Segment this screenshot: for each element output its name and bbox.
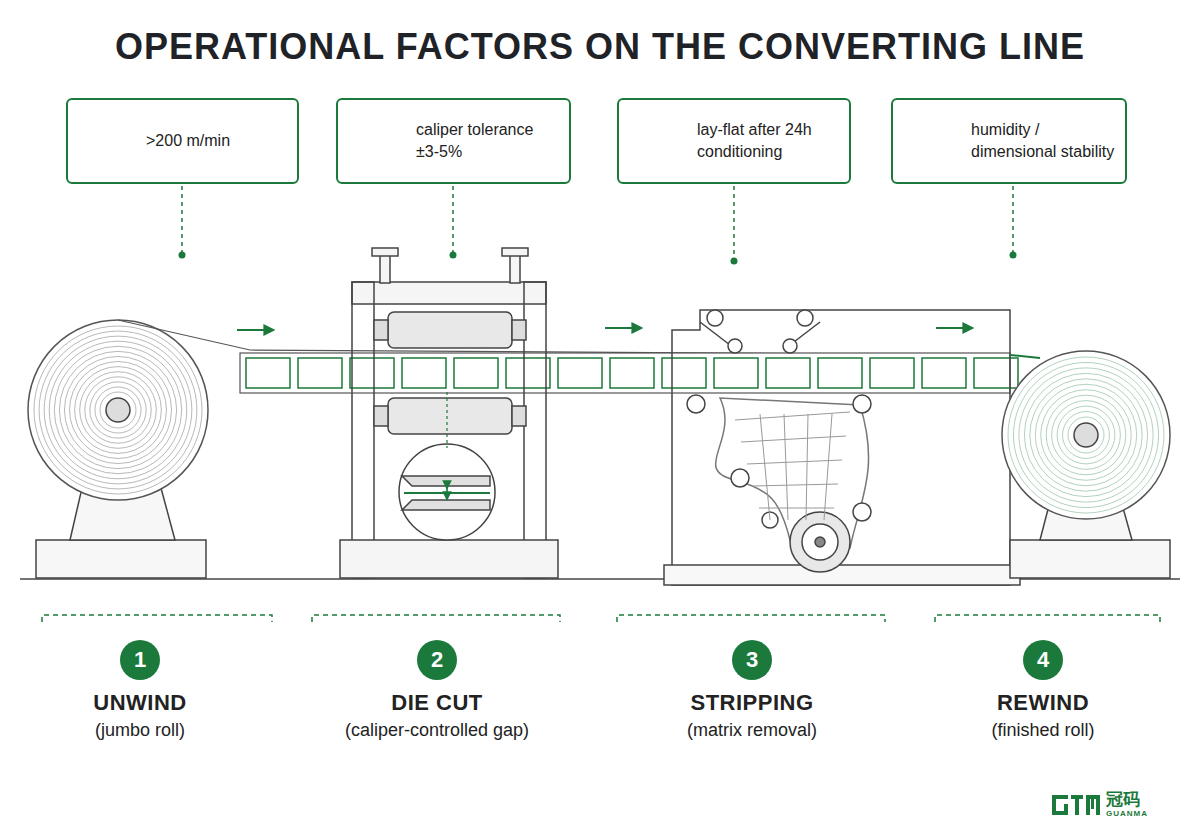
step-description: (caliper-controlled gap) [281,720,593,741]
factor-text: >200 m/min [146,130,230,152]
stage-brackets [42,615,1160,622]
step-name: STRIPPING [606,690,898,716]
step-name: DIE CUT [281,690,593,716]
step-number: 4 [1023,640,1063,680]
web-top-edge [118,320,1010,355]
factor-text: caliper tolerance ±3-5% [416,119,559,162]
logo-subtext: GUANMA [1106,809,1148,818]
factor-callout: lay-flat after 24h conditioning [617,98,851,184]
step-number: 2 [417,640,457,680]
step-name: UNWIND [4,690,276,716]
step-description: (jumbo roll) [4,720,276,741]
process-step: 4REWIND (finished roll) [907,640,1179,741]
step-description: (matrix removal) [606,720,898,741]
stripping-station [664,310,1020,585]
flow-arrows [237,328,972,330]
label-web [240,353,1010,393]
factor-text: humidity / dimensional stability [971,119,1115,162]
finished-roll [1002,351,1170,519]
leader-dots [179,252,1017,265]
step-number: 3 [732,640,772,680]
factor-text: lay-flat after 24h conditioning [697,119,839,162]
step-description: (finished roll) [907,720,1179,741]
factor-callout: >200 m/min [66,98,299,184]
process-step: 3STRIPPING (matrix removal) [606,640,898,741]
label-blanks [246,358,1018,388]
web-detail [404,492,490,494]
logo-mark [1052,795,1100,815]
step-number: 1 [120,640,160,680]
jumbo-roll [28,320,208,500]
diagram-title: OPERATIONAL FACTORS ON THE CONVERTING LI… [0,26,1200,68]
logo-text: 冠码 [1106,788,1140,811]
matrix-waste [735,412,850,520]
process-step: 1UNWIND (jumbo roll) [4,640,276,741]
step-name: REWIND [907,690,1179,716]
process-step: 2DIE CUT (caliper-controlled gap) [281,640,593,741]
die-cut-station [340,248,558,578]
factor-callout: humidity / dimensional stability [891,98,1127,184]
callout-leaders [182,186,1013,258]
factor-callout: caliper tolerance ±3-5% [336,98,571,184]
